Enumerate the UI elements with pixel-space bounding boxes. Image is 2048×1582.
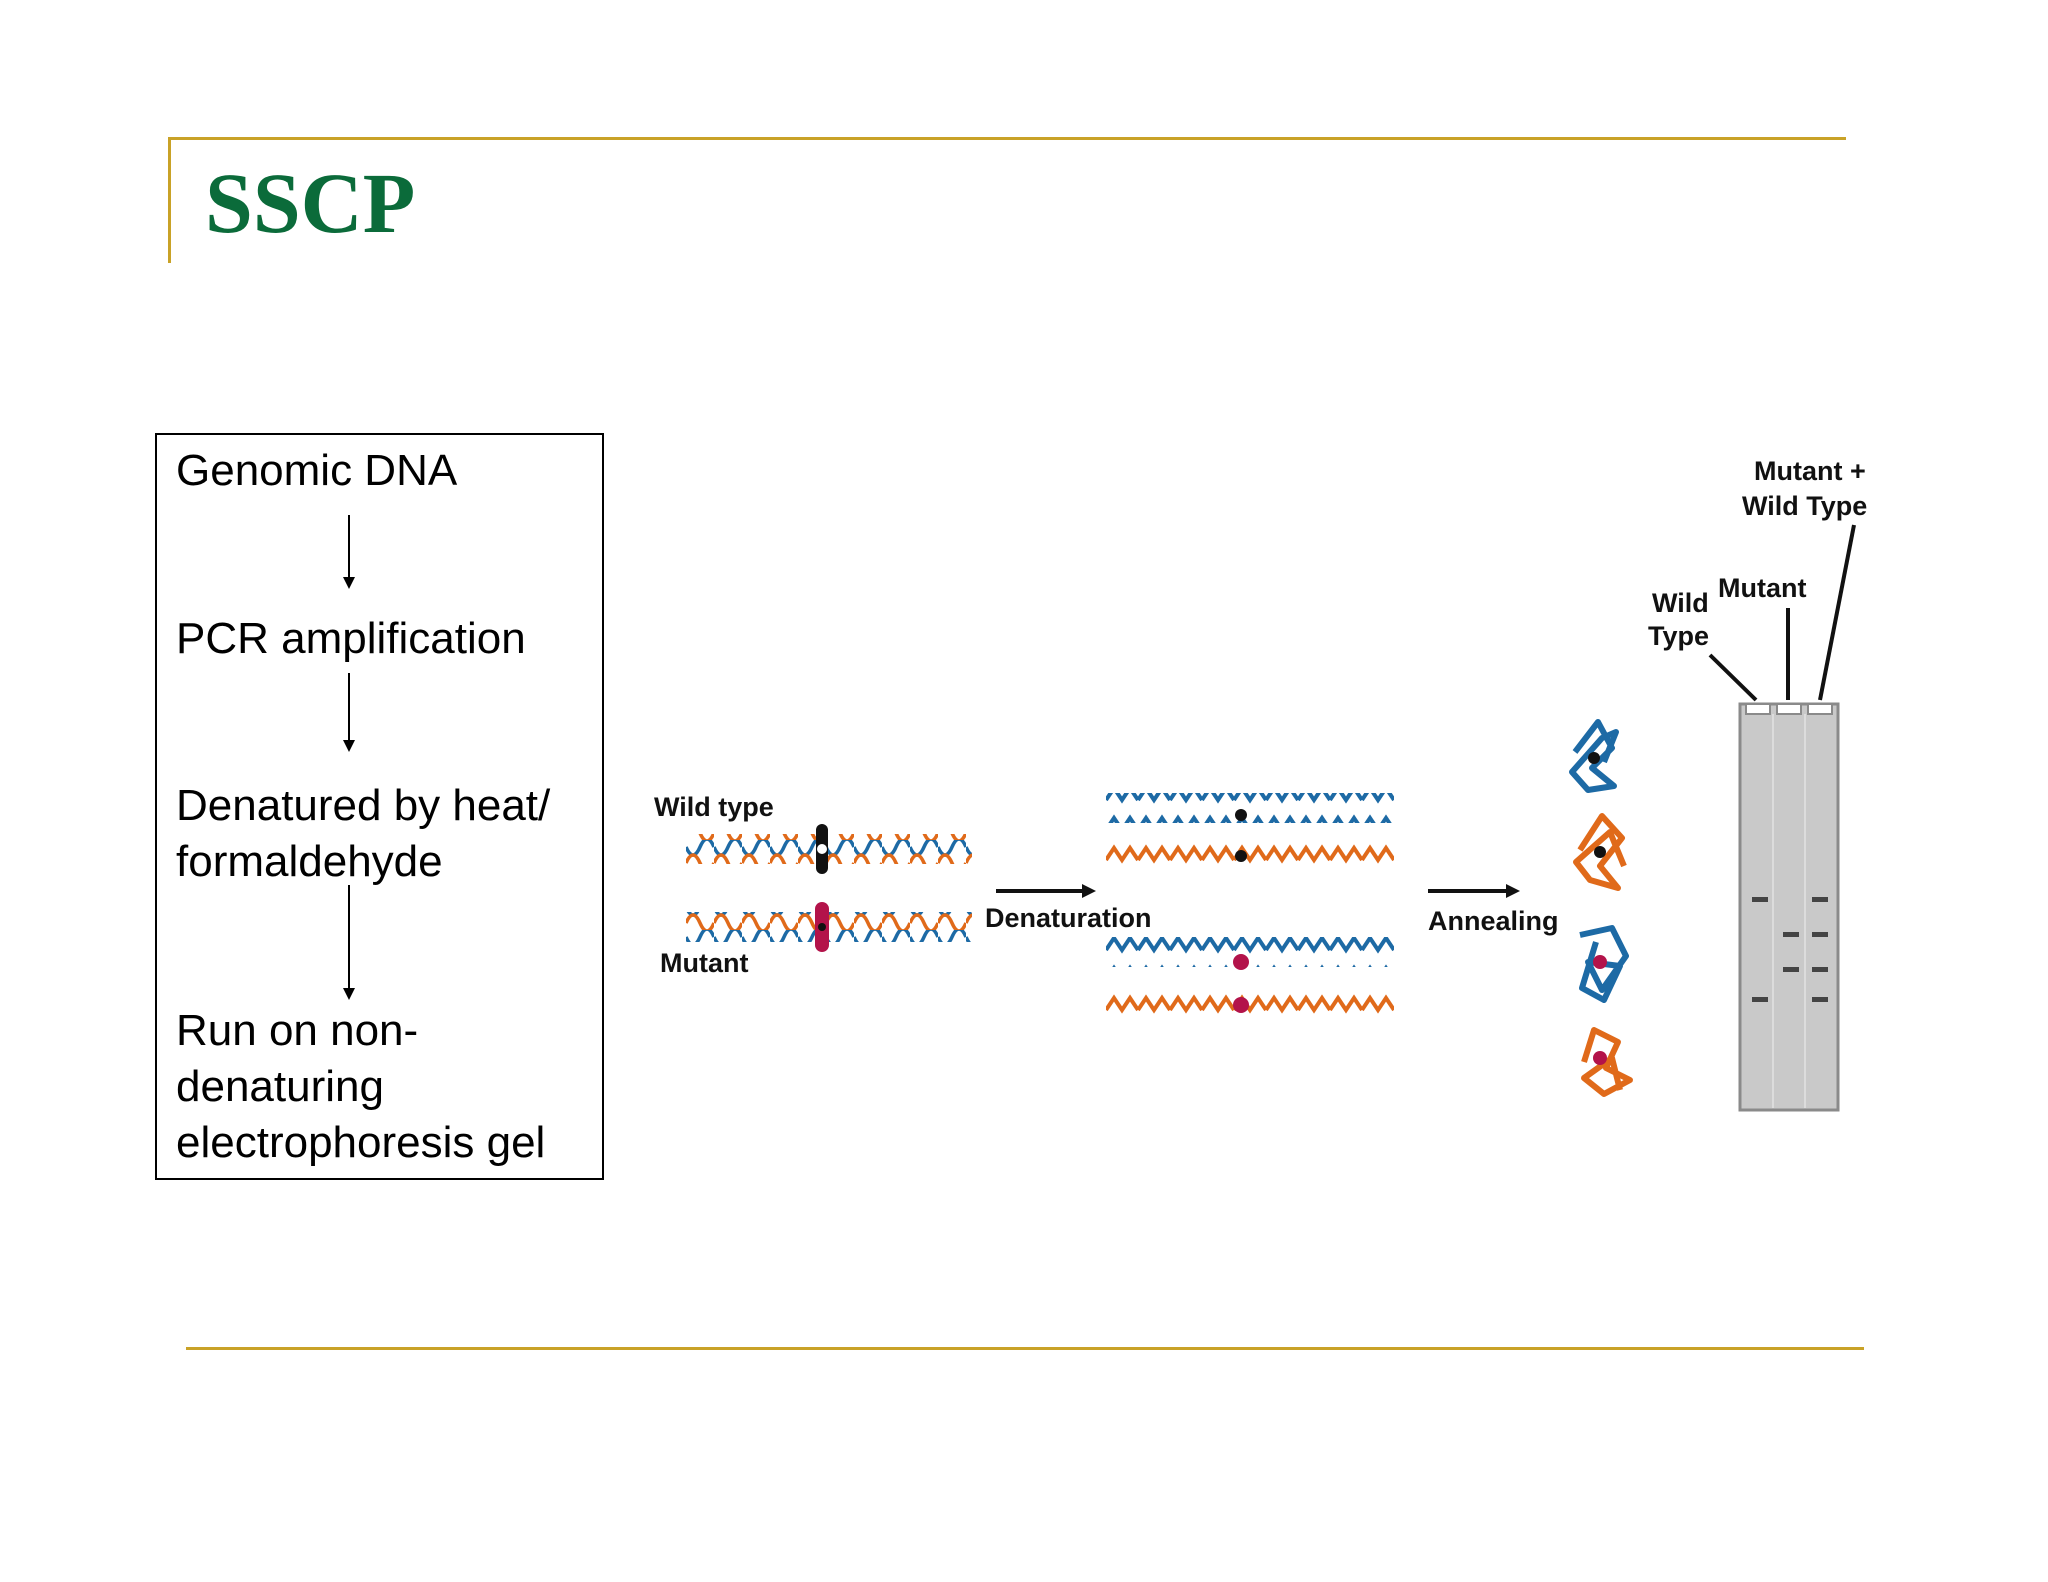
wild-type-single-strands: [1106, 793, 1394, 865]
slide-title: SSCP: [205, 155, 416, 251]
gel-mutant-label: Mutant: [1718, 573, 1806, 603]
folded-mutant-orange-icon: [1581, 1027, 1633, 1097]
annealing-arrow-icon: [1428, 884, 1520, 898]
mutant-label: Mutant: [660, 948, 748, 978]
workflow-box: Genomic DNA PCR amplification Denatured …: [155, 433, 604, 1180]
mutant-single-strands: [1106, 937, 1394, 1017]
gel-bands: [1752, 897, 1828, 1002]
electrophoresis-gel: [1738, 702, 1840, 1112]
mutant-helix: [686, 902, 972, 952]
annealing-label: Annealing: [1428, 906, 1559, 936]
step-genomic-dna: Genomic DNA: [176, 446, 458, 495]
denaturation-arrow-icon: [996, 884, 1096, 898]
folded-mutant-blue-icon: [1579, 925, 1629, 1003]
folded-wild-type-blue-icon: [1569, 719, 1619, 793]
gel-wild-type-label-line1: Wild: [1652, 588, 1709, 618]
folded-wild-type-orange-icon: [1573, 813, 1627, 891]
denaturation-label: Denaturation: [985, 903, 1152, 933]
wild-type-helix: [686, 824, 972, 874]
down-arrow-icon: [343, 515, 355, 589]
step-pcr-amplification: PCR amplification: [176, 614, 526, 663]
gel-wild-type-label-line2: Type: [1648, 621, 1709, 651]
step-run-gel: Run on non- denaturing electrophoresis g…: [176, 1006, 546, 1167]
gel-mix-label-line2: Wild Type: [1742, 491, 1867, 521]
gel-label-pointers: [1708, 524, 1856, 702]
top-accent-rule: [168, 137, 1846, 140]
gel-mix-label-line1: Mutant +: [1754, 456, 1866, 486]
left-accent-rule: [168, 137, 171, 263]
down-arrow-icon: [343, 673, 355, 752]
bottom-accent-rule: [186, 1347, 1864, 1350]
down-arrow-icon: [343, 885, 355, 1000]
step-denatured: Denatured by heat/ formaldehyde: [176, 781, 551, 886]
wild-type-label: Wild type: [654, 792, 774, 822]
